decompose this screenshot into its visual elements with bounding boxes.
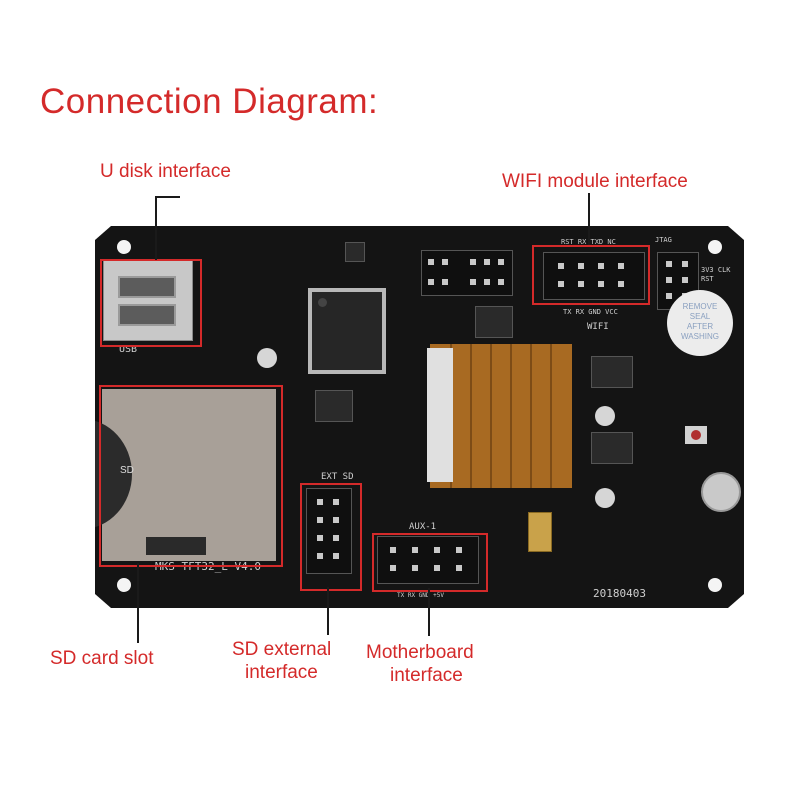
pin-header <box>421 250 513 296</box>
wifi-callout-box <box>532 245 650 305</box>
jtag-silk-label: JTAG <box>655 236 672 244</box>
ext-sd-callout-box <box>300 483 362 591</box>
board-date-label: 20180403 <box>593 587 646 600</box>
motherboard-interface-label-line2: interface <box>390 665 463 686</box>
capacitor <box>595 406 615 426</box>
aux-header <box>377 536 479 584</box>
usb-callout-box <box>100 259 202 347</box>
leader-line <box>588 193 590 245</box>
sd-external-label-line2: interface <box>245 662 318 683</box>
mounting-hole <box>708 240 722 254</box>
wifi-silk-label: WIFI <box>587 322 609 332</box>
tantalum-capacitor <box>528 512 552 552</box>
aux-silk-label: AUX-1 <box>409 522 437 532</box>
sd-slot-callout-box <box>99 385 283 567</box>
page-title: Connection Diagram: <box>40 82 379 121</box>
mounting-hole <box>708 578 722 592</box>
sd-card-slot: SD <box>95 389 276 561</box>
mounting-hole <box>117 240 131 254</box>
wifi-pin-label-bottom: TX RX GND VCC <box>563 308 618 316</box>
leader-line <box>327 587 329 635</box>
ic-chip <box>591 356 633 388</box>
jtag-pin-label: 3V3 CLK RST <box>701 266 731 283</box>
leader-line <box>137 563 139 643</box>
mounting-hole <box>117 578 131 592</box>
sd-silk-label: SD <box>120 465 134 476</box>
usb-silk-label: USB <box>119 344 138 355</box>
aux-pin-label: TX RX GND +5V <box>397 592 444 599</box>
u-disk-interface-label: U disk interface <box>100 161 231 182</box>
coin-battery <box>701 472 741 512</box>
wifi-module-interface-label: WIFI module interface <box>502 171 688 192</box>
capacitor <box>257 348 277 368</box>
mcu-chip <box>308 288 386 374</box>
leader-line <box>155 196 157 260</box>
sd-external-label-line1: SD external <box>232 639 332 660</box>
capacitor <box>595 488 615 508</box>
buzzer: REMOVE SEAL AFTER WASHING <box>667 290 733 356</box>
reset-button <box>685 426 707 444</box>
sd-card-slot-label: SD card slot <box>50 648 154 669</box>
ic-chip <box>591 432 633 464</box>
ic-chip <box>475 306 513 338</box>
ext-sd-silk-label: EXT SD <box>321 472 354 482</box>
wifi-header <box>543 252 645 300</box>
ext-sd-header <box>306 488 352 574</box>
ic-chip <box>315 390 353 422</box>
usb-port <box>103 259 193 341</box>
flex-connector <box>427 348 453 482</box>
flex-cable <box>430 344 572 488</box>
motherboard-interface-label-line1: Motherboard <box>366 642 474 663</box>
motherboard-callout-box <box>372 533 488 592</box>
ic-chip <box>345 242 365 262</box>
leader-line <box>155 196 180 198</box>
leader-line <box>428 588 430 636</box>
